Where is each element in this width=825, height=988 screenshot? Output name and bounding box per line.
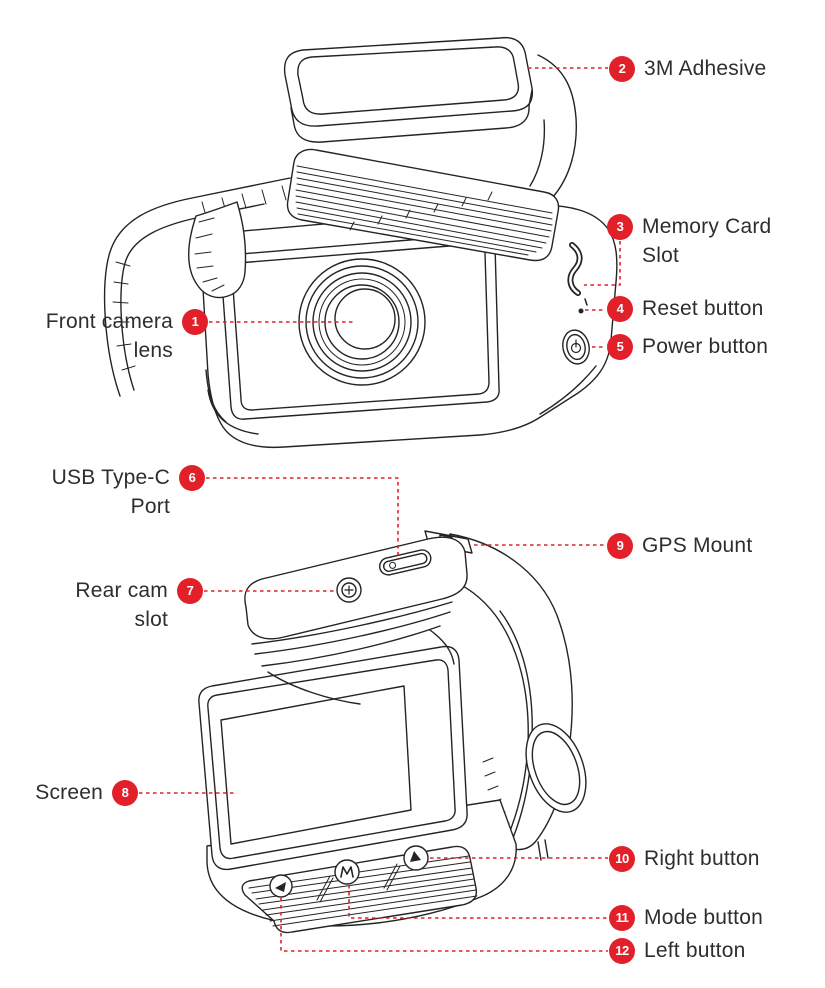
reset-pinhole [578,298,588,314]
rear-bottom-view [198,530,587,934]
top-slab [244,536,468,705]
camera-body [200,204,618,449]
mode-m-icon [340,866,354,878]
right-button [403,845,429,871]
connector-3 [584,241,621,286]
display [220,685,412,845]
rear-cam-jack [336,577,362,603]
heatsink-vents [286,148,560,262]
mount-bracket [103,54,577,397]
connector-6 [206,477,399,558]
right-arrow-icon [410,851,421,862]
adhesive-pad [283,36,534,143]
power-button [562,329,590,365]
rear-lens-barrel [525,723,587,813]
left-arrow-icon [275,882,286,892]
memory-card-slot [567,242,583,296]
mode-button [334,859,360,885]
mount-bracket-arm [188,201,247,299]
front-camera-lens [298,258,426,386]
connector-lines [139,67,621,952]
screen-frame [198,645,468,871]
front-top-view [103,36,618,449]
connector-11 [348,885,608,919]
usb-type-c-port [378,549,432,576]
power-icon [570,339,582,354]
left-button [269,874,293,898]
